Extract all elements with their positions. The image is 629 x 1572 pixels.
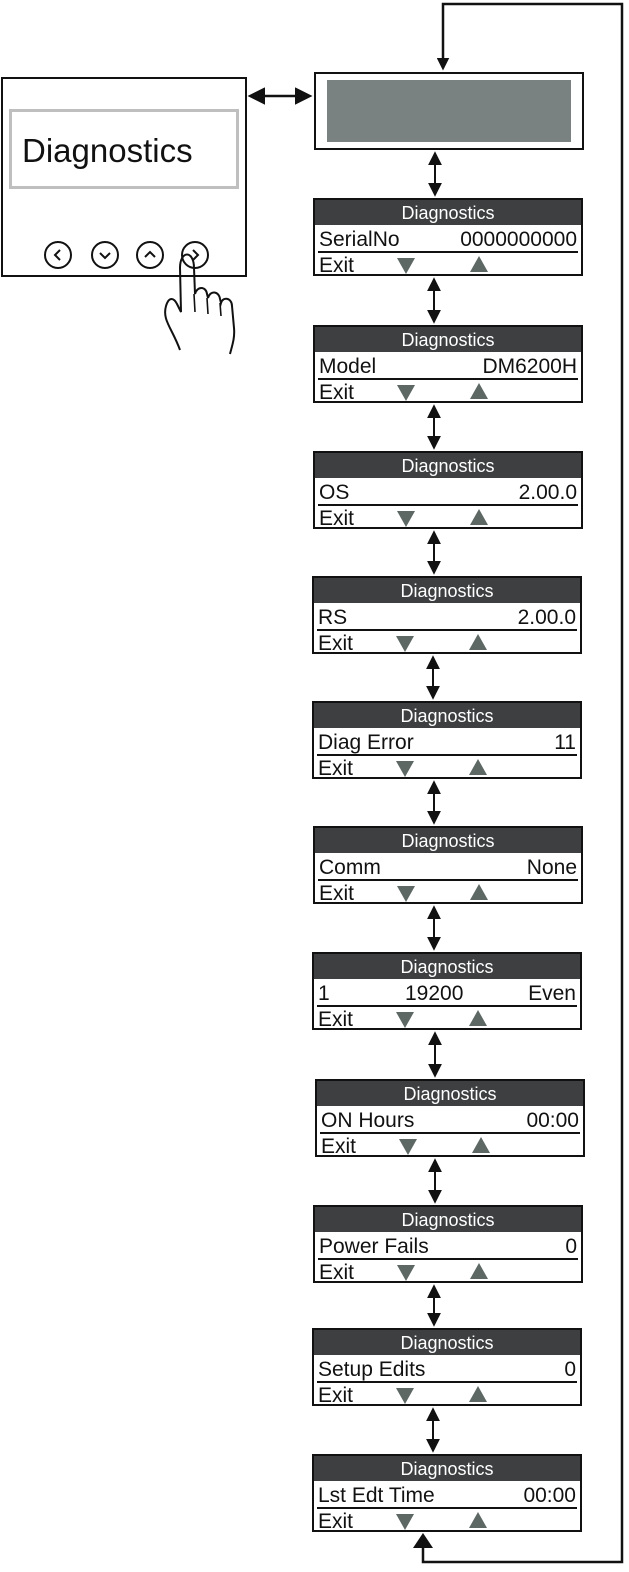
down-triangle-icon[interactable] [399, 1139, 417, 1155]
down-triangle-icon[interactable] [397, 385, 415, 401]
exit-label[interactable]: Exit [319, 254, 355, 277]
screen-value: None [526, 856, 577, 879]
exit-label[interactable]: Exit [318, 1384, 354, 1407]
up-triangle-icon[interactable] [470, 509, 488, 525]
chevron-left-icon [53, 249, 61, 261]
up-triangle-icon[interactable] [470, 383, 488, 399]
screen-os: Diagnostics OS 2.00.0 Exit [313, 451, 583, 530]
screen-rs: Diagnostics RS 2.00.0 Exit [312, 576, 582, 655]
screen-title: Diagnostics [314, 954, 580, 979]
up-triangle-icon[interactable] [469, 1512, 487, 1528]
device-lcd: Diagnostics [9, 109, 239, 189]
screen-label: Setup Edits [318, 1358, 426, 1381]
screen-label: 1 [318, 982, 330, 1005]
screen-title: Diagnostics [315, 327, 581, 352]
screen-label: ON Hours [321, 1109, 415, 1132]
meter-device: Diagnostics [1, 77, 247, 277]
chevron-down-icon [99, 252, 111, 260]
down-triangle-icon[interactable] [396, 761, 414, 777]
screen-serialno: Diagnostics SerialNo 0000000000 Exit [313, 198, 583, 277]
screen-title: Diagnostics [314, 703, 580, 728]
up-triangle-icon[interactable] [469, 634, 487, 650]
screen-title: Diagnostics [315, 828, 581, 853]
screen-label: OS [319, 481, 350, 504]
up-button[interactable] [136, 241, 164, 269]
screen-value: 0 [564, 1358, 576, 1381]
up-triangle-icon[interactable] [470, 884, 488, 900]
down-triangle-icon[interactable] [397, 258, 415, 274]
exit-label[interactable]: Exit [318, 1510, 354, 1533]
screen-label: RS [318, 606, 348, 629]
exit-label[interactable]: Exit [319, 1261, 355, 1284]
screen-value: 11 [554, 731, 576, 754]
device-lcd-text: Diagnostics [22, 132, 193, 169]
screen-value: 2.00.0 [517, 606, 576, 629]
baud-rate-value: 19200 [405, 982, 464, 1005]
screen-value: 0000000000 [460, 228, 577, 251]
exit-label[interactable]: Exit [321, 1135, 357, 1158]
exit-label[interactable]: Exit [319, 381, 355, 404]
screen-label: SerialNo [319, 228, 400, 251]
screen-value: 2.00.0 [518, 481, 577, 504]
down-button[interactable] [91, 241, 119, 269]
down-triangle-icon[interactable] [397, 1265, 415, 1281]
loop-back-arrowhead [413, 1533, 433, 1548]
down-triangle-icon[interactable] [396, 1388, 414, 1404]
screen-title: Diagnostics [317, 1081, 583, 1106]
screen-value: 00:00 [523, 1484, 576, 1507]
screen-label: Diag Error [318, 731, 414, 754]
hand-pointer-icon [164, 253, 236, 355]
screen-label: Power Fails [319, 1235, 429, 1258]
exit-label[interactable]: Exit [319, 507, 355, 530]
screen-value: 0 [565, 1235, 577, 1258]
exit-label[interactable]: Exit [319, 882, 355, 905]
screen-on-hours: Diagnostics ON Hours 00:00 Exit [315, 1079, 585, 1158]
screen-diag-error: Diagnostics Diag Error 11 Exit [312, 701, 582, 780]
screen-power-fails: Diagnostics Power Fails 0 Exit [313, 1205, 583, 1284]
screen-title: Diagnostics [315, 1207, 581, 1232]
up-triangle-icon[interactable] [472, 1137, 490, 1153]
chevron-right-icon [192, 249, 200, 261]
screen-title: Diagnostics [315, 200, 581, 225]
down-triangle-icon[interactable] [397, 886, 415, 902]
exit-label[interactable]: Exit [318, 757, 354, 780]
blank-display-fill [327, 80, 571, 142]
screen-label: Lst Edt Time [318, 1484, 435, 1507]
down-triangle-icon[interactable] [396, 636, 414, 652]
screen-title: Diagnostics [314, 1456, 580, 1481]
screen-value: 00:00 [526, 1109, 579, 1132]
top-display-screen [314, 72, 584, 150]
screen-model: Diagnostics Model DM6200H Exit [313, 325, 583, 404]
screen-title: Diagnostics [315, 453, 581, 478]
up-triangle-icon[interactable] [469, 1010, 487, 1026]
down-triangle-icon[interactable] [396, 1012, 414, 1028]
screen-value: DM6200H [482, 355, 577, 378]
up-triangle-icon[interactable] [470, 256, 488, 272]
screen-title: Diagnostics [314, 1330, 580, 1355]
screen-comm: Diagnostics Comm None Exit [313, 826, 583, 905]
chevron-up-icon [144, 250, 156, 258]
exit-label[interactable]: Exit [318, 632, 354, 655]
screen-setup-edits: Diagnostics Setup Edits 0 Exit [312, 1328, 582, 1407]
up-triangle-icon[interactable] [469, 1386, 487, 1402]
screen-comm-settings: Diagnostics 1 19200 Even Exit [312, 952, 582, 1031]
down-triangle-icon[interactable] [397, 511, 415, 527]
screen-label: Comm [319, 856, 381, 879]
up-triangle-icon[interactable] [469, 759, 487, 775]
screen-title: Diagnostics [314, 578, 580, 603]
screen-label: Model [319, 355, 377, 378]
exit-label[interactable]: Exit [318, 1008, 354, 1031]
up-triangle-icon[interactable] [470, 1263, 488, 1279]
down-triangle-icon[interactable] [396, 1514, 414, 1530]
left-button[interactable] [44, 241, 72, 269]
screen-value: Even [528, 982, 576, 1005]
screen-last-edit-time: Diagnostics Lst Edt Time 00:00 Exit [312, 1454, 582, 1533]
